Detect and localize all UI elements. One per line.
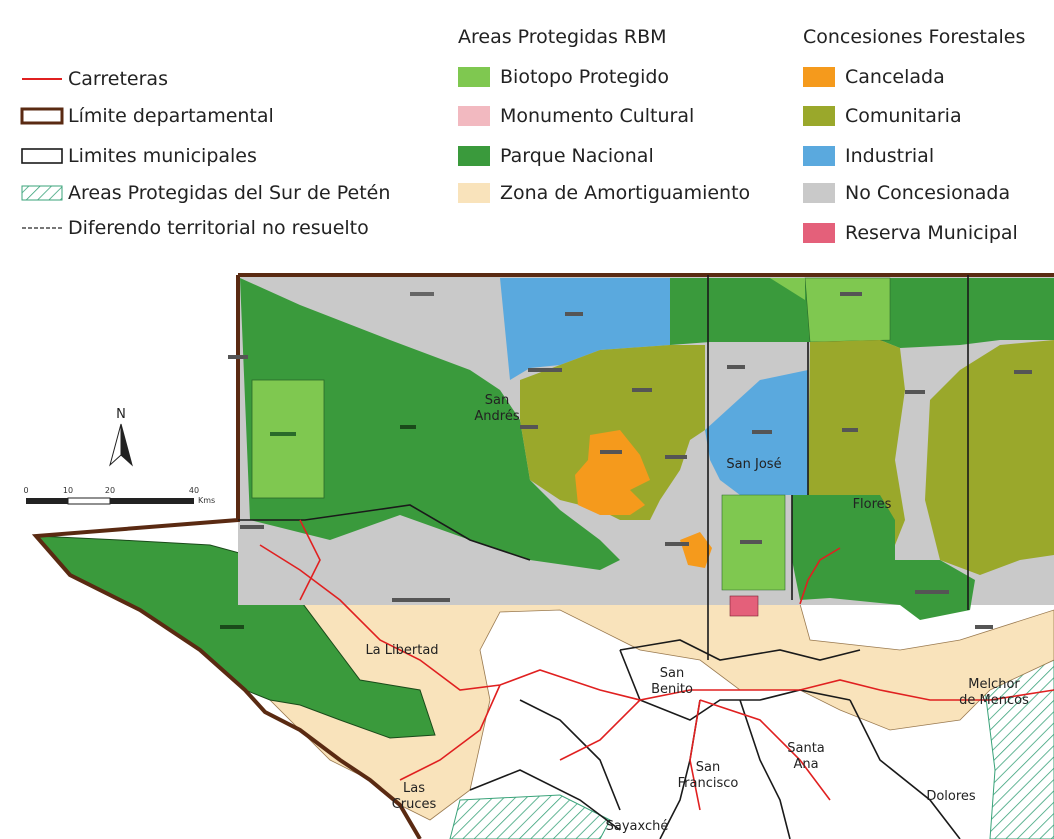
department-boundary — [31, 273, 1054, 839]
road-line-icon — [22, 78, 62, 80]
north-arrow: N — [109, 407, 133, 467]
legend-label: Cancelada — [845, 66, 945, 88]
legend-limites-municipales: Limites municipales — [20, 141, 257, 171]
municipal-limits — [238, 275, 969, 839]
swatch-biotopo — [458, 67, 490, 87]
legend-label: Diferendo territorial no resuelto — [68, 217, 369, 239]
swatch-reserva — [803, 223, 835, 243]
legend-label: Comunitaria — [845, 105, 962, 127]
legend-label: Areas Protegidas del Sur de Petén — [68, 182, 391, 204]
hatched-area-icon — [21, 185, 63, 201]
swatch-parque — [458, 146, 490, 166]
cancelled-concession-small — [680, 532, 712, 568]
department-boundary-icon — [20, 107, 64, 125]
legend-industrial: Industrial — [803, 141, 934, 171]
legend-label: Biotopo Protegido — [500, 66, 670, 88]
swatch-zona — [458, 183, 490, 203]
scale-tick-40: 40 — [189, 486, 199, 495]
legend-biotopo: Biotopo Protegido — [458, 62, 669, 92]
biotopo-north — [804, 277, 891, 343]
legend-label: Limites municipales — [68, 145, 257, 167]
reserva-municipal — [729, 595, 759, 617]
swatch-monumento — [458, 106, 490, 126]
national-park-flores — [792, 495, 975, 620]
dashed-line-icon — [22, 227, 62, 229]
legend-label: Parque Nacional — [500, 145, 654, 167]
legend-label: Zona de Amortiguamiento — [500, 182, 751, 204]
legend-heading-concesiones: Concesiones Forestales — [803, 26, 1026, 48]
swatch-comunitaria — [803, 106, 835, 126]
swatch-no-concesionada — [803, 183, 835, 203]
industrial-north — [500, 278, 670, 380]
legend-carreteras: Carreteras — [20, 64, 168, 94]
north-label: N — [116, 407, 126, 422]
swatch-cancelada — [803, 67, 835, 87]
south-protected-area-sayaxche — [449, 794, 611, 839]
legend-label: Carreteras — [68, 68, 168, 90]
legend-label: Industrial — [845, 145, 935, 167]
legend-label: No Concesionada — [845, 182, 1011, 204]
place-label-la-libertad: La Libertad — [365, 643, 438, 658]
legend-reserva-municipal: Reserva Municipal — [803, 218, 1018, 248]
place-label-dolores: Dolores — [926, 789, 976, 804]
legend-areas-sur-peten: Areas Protegidas del Sur de Petén — [20, 178, 390, 208]
legend-cancelada: Cancelada — [803, 62, 945, 92]
legend-diferendo: Diferendo territorial no resuelto — [20, 213, 369, 243]
legend-monumento: Monumento Cultural — [458, 101, 694, 131]
scale-tick-10: 10 — [63, 486, 73, 495]
communal-concession-east — [925, 340, 1054, 575]
legend-no-concesionada: No Concesionada — [803, 178, 1010, 208]
legend-label: Límite departamental — [68, 105, 274, 127]
legend: Carreteras Límite departamental Limites … — [0, 0, 1054, 270]
legend-zona: Zona de Amortiguamiento — [458, 178, 750, 208]
swatch-industrial — [803, 146, 835, 166]
legend-label: Reserva Municipal — [845, 222, 1018, 244]
legend-label: Monumento Cultural — [500, 105, 695, 127]
scale-tick-20: 20 — [105, 486, 115, 495]
biotopo-north-small — [770, 278, 805, 300]
legend-parque: Parque Nacional — [458, 141, 654, 171]
legend-comunitaria: Comunitaria — [803, 101, 962, 131]
municipal-boundary-icon — [21, 148, 63, 164]
place-label-flores: Flores — [853, 497, 892, 512]
scale-tick-0: 0 — [23, 486, 28, 495]
cancelled-concession — [575, 430, 650, 515]
legend-heading-rbm: Areas Protegidas RBM — [458, 26, 667, 48]
legend-limite-departamental: Límite departamental — [20, 101, 274, 131]
national-park-laguna-del-tigre — [240, 278, 620, 570]
place-label-sayaxch-: Sayaxché — [606, 819, 669, 834]
scale-bar: 0 10 20 40 Kms — [23, 486, 215, 505]
communal-concession-center-east — [808, 340, 905, 545]
biotopo-west — [251, 379, 325, 499]
area-labels-small — [220, 292, 1032, 629]
place-label-san-jos-: San José — [726, 457, 781, 472]
scale-unit: Kms — [198, 496, 215, 505]
roads — [259, 519, 1054, 811]
